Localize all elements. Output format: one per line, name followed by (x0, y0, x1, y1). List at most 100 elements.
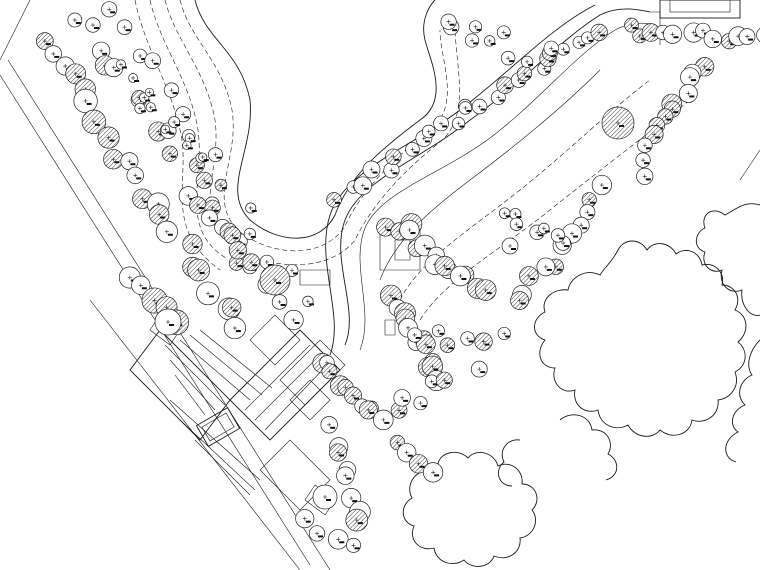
tree-center-mark (230, 233, 235, 238)
tree-label-mark (552, 50, 558, 53)
tree-center-mark (249, 260, 254, 265)
tree-label-mark (434, 474, 440, 477)
tree-center-mark (140, 196, 145, 201)
tree-label-mark (520, 302, 526, 305)
tree-label-mark (588, 214, 594, 217)
tree-label-mark (372, 171, 378, 174)
tree-center-mark (535, 230, 540, 235)
tree-center-mark (147, 90, 152, 95)
tree-center-mark (169, 88, 174, 93)
tree-label-mark (318, 535, 324, 538)
tree-label-mark (619, 125, 624, 127)
tree-label-mark (330, 373, 336, 376)
tree-center-mark (700, 28, 705, 33)
tree-label-mark (369, 411, 375, 414)
tree-center-mark (506, 56, 511, 61)
tree-center-mark (332, 197, 337, 202)
tree-center-mark (465, 336, 470, 341)
deciduous-tree-symbol (756, 28, 760, 42)
tree-center-mark (138, 283, 143, 288)
tree-center-mark (702, 64, 707, 69)
tree-label-mark (210, 219, 216, 222)
tree-label-mark (170, 155, 176, 158)
tree-label-mark (448, 347, 454, 350)
tree-center-mark (133, 173, 138, 178)
tree-center-mark (63, 64, 68, 69)
tree-label-mark (466, 109, 472, 112)
tree-center-mark (190, 241, 195, 246)
tree-center-mark (525, 59, 530, 64)
tree-label-mark (151, 109, 157, 112)
tree-center-mark (196, 268, 201, 273)
tree-label-mark (93, 27, 99, 30)
tree-label-mark (305, 520, 311, 523)
tree-center-mark (585, 35, 590, 40)
tree-label-mark (221, 187, 227, 190)
tree-center-mark (517, 298, 522, 303)
tree-label-mark (655, 136, 661, 139)
tree-label-mark (294, 321, 300, 324)
tree-label-mark (205, 182, 211, 185)
tree-label-mark (689, 95, 695, 98)
tree-label-mark (590, 201, 596, 204)
tree-label-mark (504, 34, 510, 37)
tree-label-mark (391, 297, 397, 300)
tree-label-mark (267, 263, 273, 266)
tree-label-mark (640, 37, 646, 40)
tree-label-mark (141, 57, 147, 60)
tree-center-mark (164, 305, 169, 310)
tree-label-mark (449, 23, 455, 26)
tree-label-mark (505, 335, 511, 338)
tree-label-mark (339, 541, 345, 544)
tree-center-mark (670, 107, 675, 112)
tree-center-mark (73, 71, 78, 76)
tree-center-mark (42, 39, 47, 44)
tree-label-mark (445, 267, 451, 270)
tree-center-mark (111, 157, 116, 162)
tree-center-mark (234, 261, 239, 266)
tree-center-mark (343, 473, 348, 478)
tree-label-mark (506, 87, 512, 90)
tree-label-mark (403, 399, 409, 402)
tree-center-mark (351, 393, 356, 398)
tree-label-mark (276, 282, 281, 284)
tree-label-mark (602, 187, 608, 190)
tree-label-mark (558, 237, 564, 240)
tree-label-mark (54, 55, 60, 58)
tree-center-mark (670, 32, 675, 37)
tree-label-mark (386, 229, 392, 232)
tree-label-mark (673, 36, 679, 39)
tree-label-mark (600, 34, 606, 37)
tree-label-mark (588, 39, 594, 42)
tree-center-mark (561, 47, 566, 52)
tree-label-mark (509, 60, 515, 63)
tree-label-mark (209, 295, 215, 298)
tree-label-mark (528, 63, 534, 66)
tree-center-mark (503, 83, 508, 88)
tree-label-mark (632, 27, 638, 30)
tree-label-mark (511, 248, 516, 250)
tree-label-mark (645, 178, 651, 181)
tree-label-mark (238, 252, 244, 255)
tree-center-mark (416, 461, 421, 466)
tree-center-mark (522, 71, 527, 76)
tree-label-mark (546, 268, 552, 271)
tree-center-mark (421, 136, 426, 141)
tree-center-mark (496, 95, 501, 100)
tree-center-mark (131, 75, 136, 80)
tree-label-mark (280, 303, 286, 306)
tree-center-mark (235, 248, 240, 253)
tree-center-mark (148, 105, 153, 110)
tree-center-mark (431, 470, 436, 475)
tree-label-mark (187, 147, 193, 150)
tree-center-mark (289, 268, 294, 273)
tree-center-mark (549, 46, 554, 51)
tree-center-mark (388, 293, 393, 298)
tree-center-mark (302, 516, 307, 521)
tree-center-mark (327, 422, 332, 427)
tree-label-mark (330, 426, 336, 429)
tree-center-mark (200, 155, 205, 160)
tree-label-mark (432, 383, 438, 386)
tree-center-mark (291, 317, 296, 322)
